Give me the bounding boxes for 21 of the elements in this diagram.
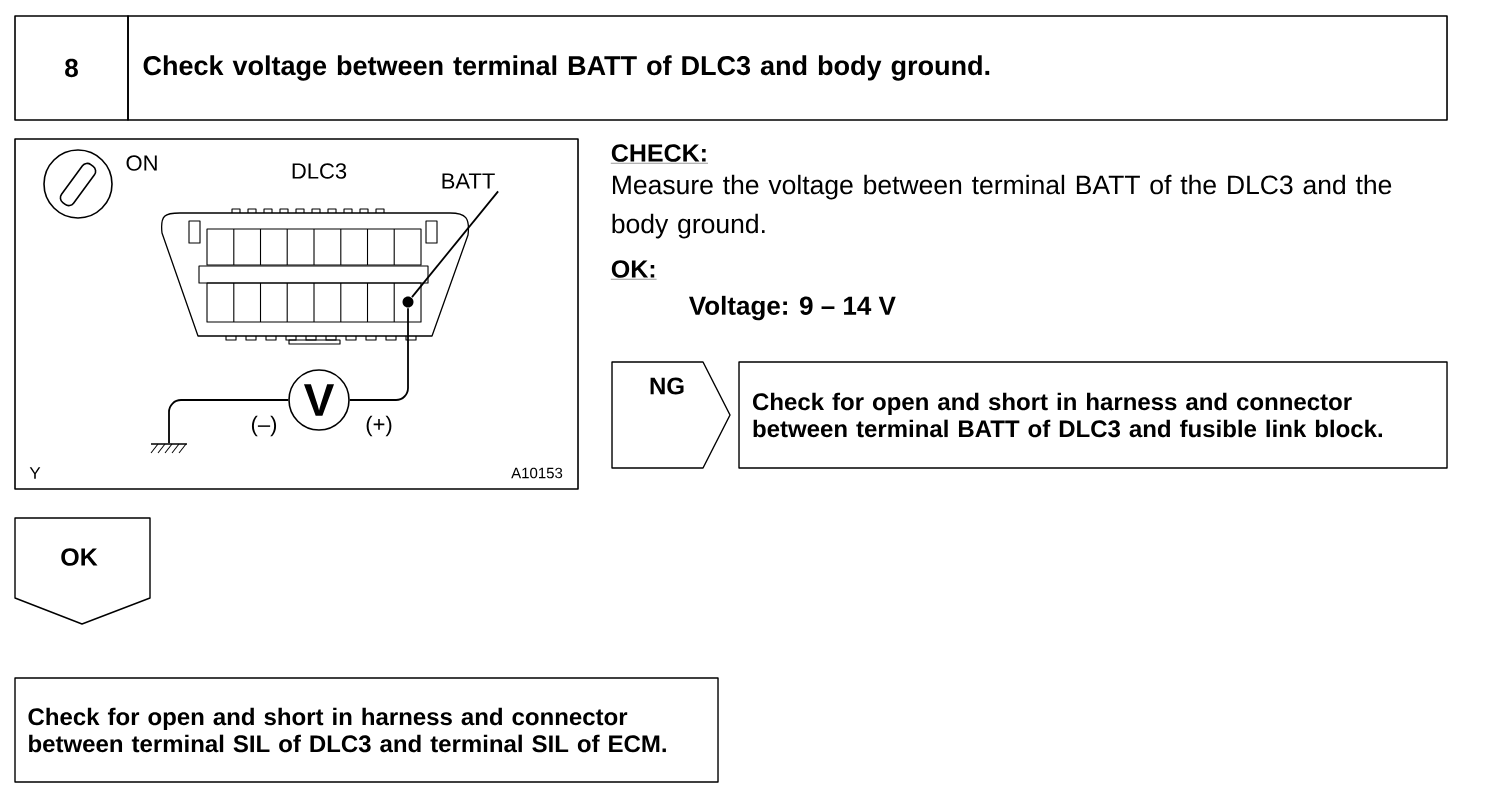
step-number-box: 8 (14, 15, 129, 121)
ng-chevron: NG (611, 361, 731, 469)
instruction-text: Measure the voltage between terminal BATT of the DLC3 and the body ground. (612, 174, 1392, 239)
title-box: Check voltage between terminal BATT of DLC3 and body ground. (127, 15, 1448, 121)
section-heading: OK: (610, 260, 657, 280)
section-heading: CHECK: (610, 144, 709, 164)
wire (348, 307, 409, 401)
figure-number: A10153 (511, 467, 563, 479)
ok-chevron: OK (14, 517, 151, 625)
polarity-label: (–) (251, 415, 277, 437)
spec-value: Voltage: 9 – 14 V (689, 295, 896, 321)
leader-line (411, 190, 499, 298)
callout-label: BATT (442, 173, 495, 189)
connector-label: DLC3 (292, 163, 347, 179)
on-label: ON (126, 155, 157, 171)
wire (168, 399, 290, 445)
ground-symbol (150, 443, 188, 454)
result-box: Check for open and short in harness and connector between terminal SIL of DLC3 and terminal SIL of ECM. (14, 677, 719, 783)
figure-label: Y (29, 467, 41, 479)
polarity-label: (+) (366, 415, 392, 437)
result-box: Check for open and short in harness and connector between terminal BATT of DLC3 and fusible link block. (738, 361, 1448, 469)
